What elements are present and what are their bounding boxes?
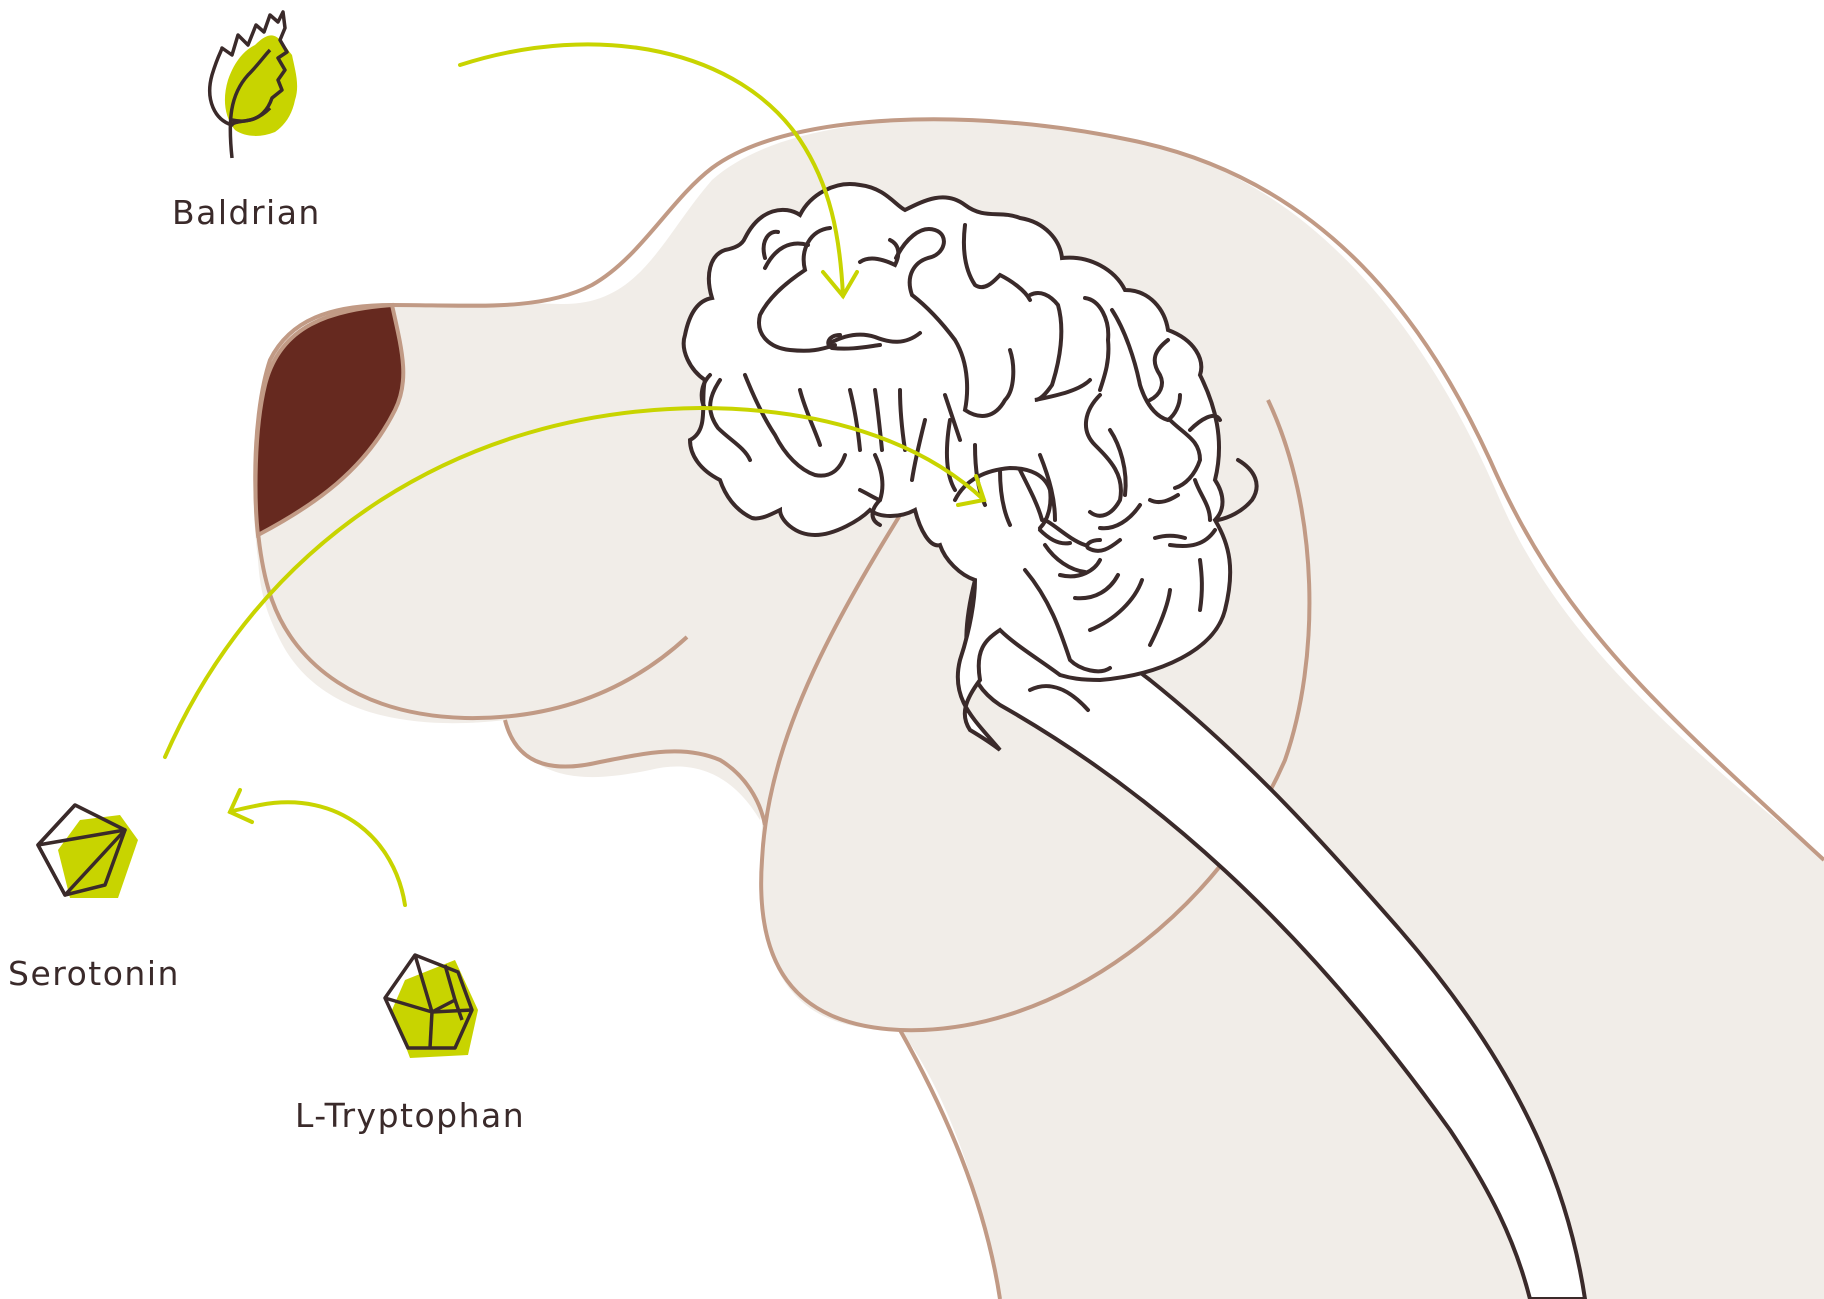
brain [681, 182, 1259, 752]
brain-fold [763, 241, 810, 270]
label-baldrian: Baldrian [172, 193, 321, 232]
tryptophan-crystal-facet [428, 1011, 434, 1049]
brain-fold [1084, 393, 1123, 518]
arrow-tryptophan-head [227, 788, 254, 824]
arrow-serotonin-head [956, 474, 987, 507]
brain-fold [1043, 518, 1087, 547]
label-tryptophan: L-Tryptophan [295, 1096, 525, 1135]
brain-fold [1018, 468, 1044, 522]
arrow-baldrian-to-brain [458, 42, 845, 298]
tryptophan-crystal-facet [384, 996, 433, 1014]
brain-fold [1098, 503, 1142, 531]
brain-fold [1148, 338, 1170, 402]
arrow-serotonin-to-brain [163, 405, 986, 759]
brain-fold [894, 227, 1016, 418]
brain-fold [1038, 528, 1072, 546]
arrows [163, 42, 987, 907]
brain-fold [998, 468, 1012, 527]
dog-neck-outline [898, 1029, 1002, 1299]
brain-fold [1148, 588, 1172, 647]
brain-fold [1023, 568, 1112, 674]
dog-forehead-outline [391, 117, 1824, 862]
leaf-stem [228, 48, 272, 159]
brain-fold [757, 226, 837, 353]
brain-fold [1088, 578, 1144, 632]
tryptophan-crystal-facet [453, 999, 464, 1021]
brain-fold [858, 488, 882, 502]
dog-snout-outline [253, 303, 689, 721]
brain-fold [708, 378, 752, 462]
brain-fold [1043, 543, 1087, 574]
brain-fold [1148, 493, 1180, 505]
brain-fold [1108, 428, 1128, 497]
brain-fold [761, 229, 780, 260]
brain-fold [858, 238, 901, 268]
brain-fold [943, 393, 962, 442]
brain-fold [1168, 528, 1217, 549]
serotonin-crystal-icon [36, 803, 138, 898]
brain-fold [828, 331, 922, 345]
brain-fold [1028, 291, 1092, 402]
brain-fold [1110, 308, 1182, 423]
serotonin-crystal-facet [36, 803, 77, 847]
brain-fold [898, 388, 907, 452]
brain-fold [1058, 558, 1102, 579]
brain-fold [1153, 533, 1187, 540]
brain-fold [1085, 538, 1122, 553]
brain-fold [1168, 418, 1203, 490]
label-serotonin: Serotonin [8, 954, 180, 993]
brain-fold [1028, 684, 1090, 712]
brain-fold [945, 418, 957, 492]
dog-jaw-outline [503, 719, 767, 826]
tryptophan-crystal-icon [383, 953, 478, 1058]
brain-fold [1193, 478, 1212, 522]
brain-fold [873, 388, 884, 452]
brain-fold [1188, 413, 1222, 432]
brain-fold [1216, 458, 1259, 522]
brain-fold [743, 373, 847, 478]
brain-fold [961, 223, 1032, 302]
brain-fold [826, 333, 882, 351]
brain-fold [699, 373, 712, 410]
serotonin-crystal-facet [36, 828, 127, 897]
arrow-baldrian-head [821, 270, 859, 300]
dog-nose [253, 302, 406, 539]
brain-fold [910, 418, 927, 482]
brain-fold [1083, 296, 1111, 392]
brain-fold [1073, 573, 1120, 601]
brain-fold [848, 388, 862, 452]
brain-fold [1198, 558, 1204, 612]
valerian-leaf-icon [207, 10, 298, 159]
brain-outline [681, 182, 1233, 752]
arrow-tryptophan-to-serotonin [228, 800, 407, 907]
leaf-vein [231, 106, 272, 123]
